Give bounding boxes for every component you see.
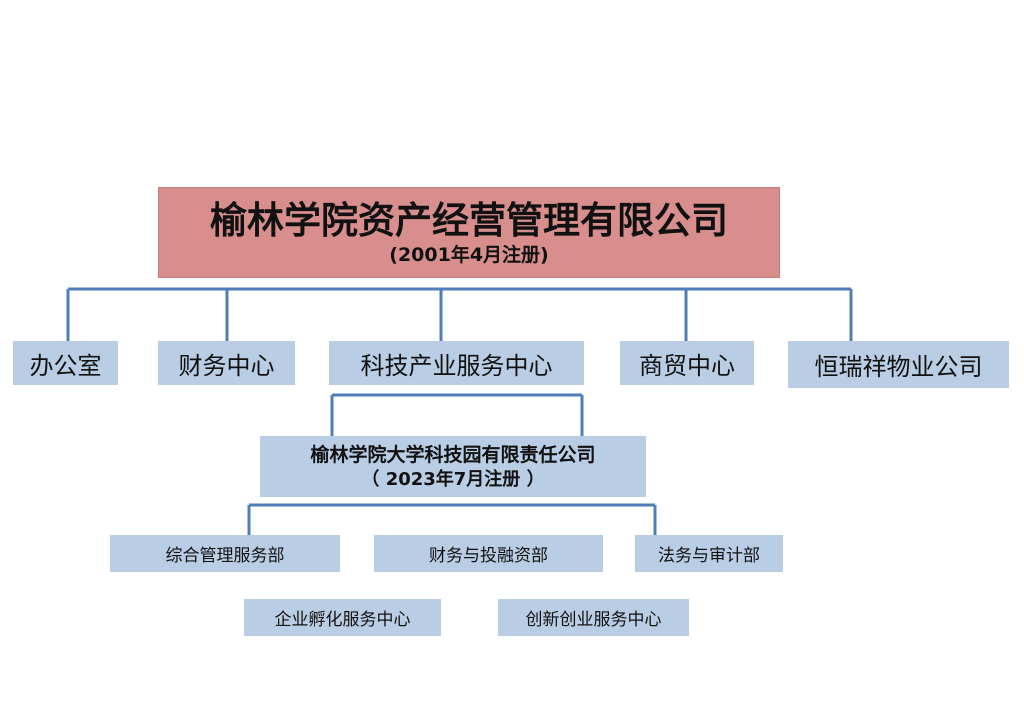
unit-label: 综合管理服务部 (165, 546, 285, 566)
unit-legal-audit: 法务与审计部 (635, 535, 783, 572)
unit-general-management: 综合管理服务部 (110, 535, 340, 572)
company-box: 榆林学院资产经营管理有限公司 (2001年4月注册) (158, 187, 780, 278)
company-name: 榆林学院资产经营管理有限公司 (210, 198, 728, 242)
unit-label: 创新创业服务中心 (525, 610, 662, 630)
department-finance-center: 财务中心 (158, 341, 295, 385)
department-property-company: 恒瑞祥物业公司 (788, 341, 1009, 388)
department-trade-center: 商贸中心 (620, 341, 754, 385)
unit-incubation-center: 企业孵化服务中心 (244, 599, 441, 636)
subsidiary-name: 榆林学院大学科技园有限责任公司 (310, 443, 596, 466)
unit-finance-investment: 财务与投融资部 (374, 535, 603, 572)
department-label: 财务中心 (178, 351, 275, 380)
subsidiary-registered: （ 2023年7月注册 ） (361, 468, 545, 490)
unit-label: 企业孵化服务中心 (274, 610, 411, 630)
unit-innovation-entrepreneurship-center: 创新创业服务中心 (498, 599, 689, 636)
department-label: 恒瑞祥物业公司 (814, 353, 983, 381)
department-office: 办公室 (13, 341, 118, 385)
unit-label: 法务与审计部 (658, 546, 760, 566)
department-label: 办公室 (29, 351, 102, 380)
department-label: 商贸中心 (639, 351, 735, 380)
department-label: 科技产业服务中心 (360, 351, 553, 380)
department-tech-industry-center: 科技产业服务中心 (329, 341, 584, 385)
company-registered: (2001年4月注册) (389, 243, 549, 266)
unit-label: 财务与投融资部 (429, 546, 548, 566)
subsidiary-box: 榆林学院大学科技园有限责任公司 （ 2023年7月注册 ） (260, 436, 646, 497)
